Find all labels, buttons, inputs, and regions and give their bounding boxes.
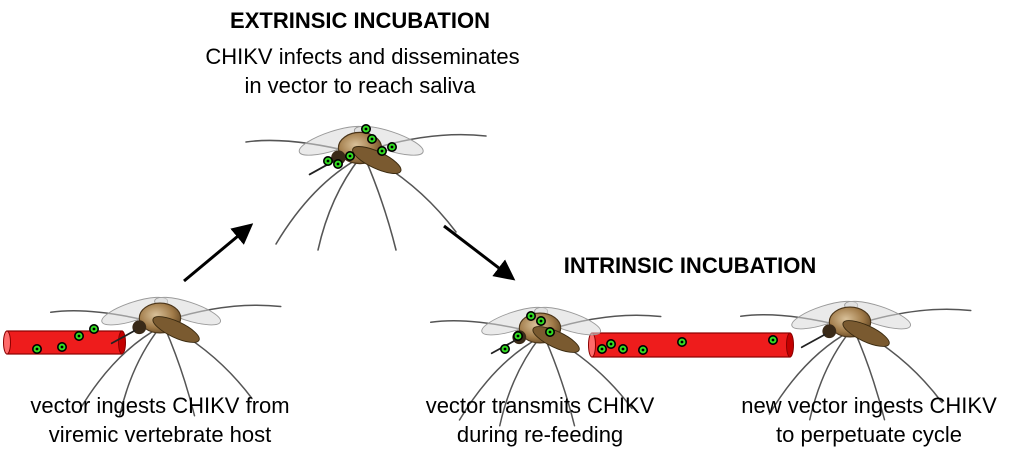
ingest-caption-line1: vector ingests CHIKV from [30, 393, 290, 418]
transmit-caption-line2: during re-feeding [456, 422, 624, 447]
intrinsic-heading: INTRINSIC INCUBATION [563, 253, 817, 278]
extrinsic-caption-line1: CHIKV infects and disseminates [205, 44, 520, 69]
arrow-down-icon [443, 224, 516, 281]
new-vector-caption-line1: new vector ingests CHIKV [741, 393, 997, 418]
ingest-caption-line2: viremic vertebrate host [48, 422, 272, 447]
transmit-caption-line1: vector transmits CHIKV [425, 393, 655, 418]
arrow-up-icon [183, 223, 254, 283]
extrinsic-caption-line2: in vector to reach saliva [244, 73, 476, 98]
blood-vessel-right-icon [588, 332, 794, 358]
extrinsic-heading: EXTRINSIC INCUBATION [230, 8, 490, 33]
new-vector-caption-line2: to perpetuate cycle [776, 422, 962, 447]
